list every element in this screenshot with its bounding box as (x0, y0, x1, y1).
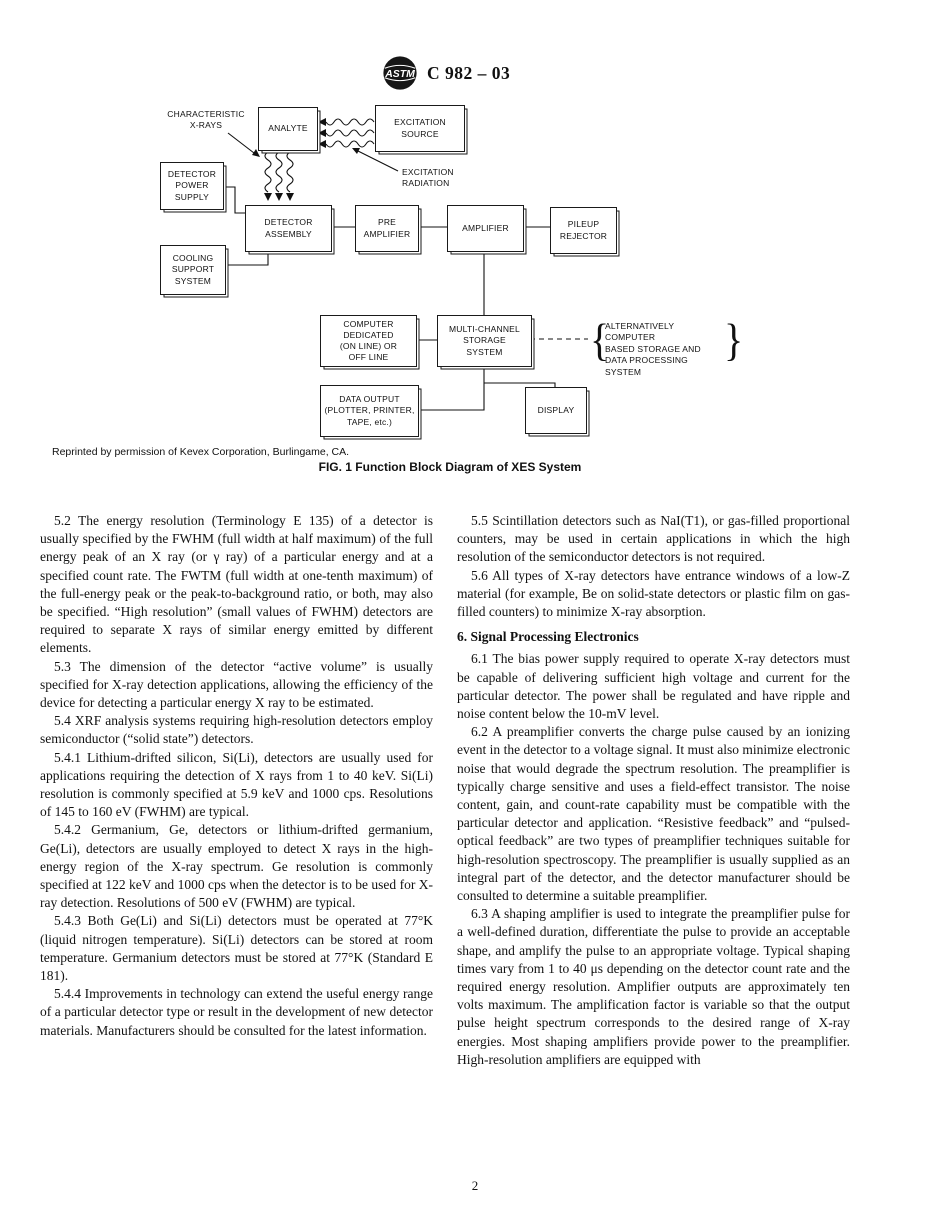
box-pileup-rejector: PILEUP REJECTOR (550, 207, 617, 254)
left-column: 5.2 The energy resolution (Terminology E… (40, 512, 433, 1040)
figure-permission-note: Reprinted by permission of Kevex Corpora… (52, 446, 350, 458)
paragraph-5-4-2: 5.4.2 Germanium, Ge, detectors or lithiu… (40, 822, 433, 911)
figure-caption: FIG. 1 Function Block Diagram of XES Sys… (318, 460, 582, 474)
paragraph-5-4: 5.4 XRF analysis systems requiring high-… (40, 713, 433, 747)
document-code: C 982 – 03 (427, 62, 511, 83)
box-detector-assembly: DETECTOR ASSEMBLY (245, 205, 332, 252)
box-display: DISPLAY (525, 387, 587, 434)
paragraph-6-1: 6.1 The bias power supply required to op… (457, 651, 850, 722)
section-heading-6: 6. Signal Processing Electronics (457, 629, 639, 645)
box-amplifier: AMPLIFIER (447, 205, 524, 252)
box-cooling-support-system: COOLING SUPPORT SYSTEM (160, 245, 226, 295)
paragraph-6-2: 6.2 A preamplifier converts the charge p… (457, 724, 850, 904)
astm-logo: ASTM (383, 56, 417, 90)
box-detector-power-supply: DETECTOR POWER SUPPLY (160, 162, 224, 210)
box-pre-amplifier: PRE AMPLIFIER (355, 205, 419, 252)
paragraph-5-4-3: 5.4.3 Both Ge(Li) and Si(Li) detectors m… (40, 913, 433, 984)
label-excitation-radiation: EXCITATION RADIATION (402, 167, 454, 189)
paragraph-6-3: 6.3 A shaping amplifier is used to integ… (457, 906, 850, 1067)
page-header: ASTM C 982 – 03 (381, 54, 510, 92)
label-alternative-note: ALTERNATIVELY COMPUTER BASED STORAGE AND… (605, 321, 701, 377)
box-computer: COMPUTER DEDICATED (ON LINE) OR OFF LINE (320, 315, 417, 367)
paragraph-5-4-4: 5.4.4 Improvements in technology can ext… (40, 986, 433, 1038)
left-brace: { (590, 313, 610, 366)
page-number: 2 (471, 1178, 479, 1193)
box-data-output: DATA OUTPUT (PLOTTER, PRINTER, TAPE, etc… (320, 385, 419, 437)
box-analyte: ANALYTE (258, 107, 318, 151)
right-column: 5.5 Scintillation detectors such as NaI(… (457, 512, 850, 1069)
figure-1-diagram: ANALYTE EXCITATION SOURCE DETECTOR POWER… (0, 95, 950, 445)
paragraph-5-4-1: 5.4.1 Lithium-drifted silicon, Si(Li), d… (40, 749, 433, 820)
box-excitation-source: EXCITATION SOURCE (375, 105, 465, 152)
paragraph-5-6: 5.6 All types of X-ray detectors have en… (457, 567, 850, 620)
label-characteristic-xrays: CHARACTERISTIC X-RAYS (167, 109, 245, 131)
paragraph-5-5: 5.5 Scintillation detectors such as NaI(… (457, 513, 850, 565)
paragraph-5-2: 5.2 The energy resolution (Terminology E… (40, 513, 433, 656)
diagram-connectors (222, 118, 588, 411)
paragraph-5-3: 5.3 The dimension of the detector “activ… (40, 658, 433, 711)
svg-text:ASTM: ASTM (384, 69, 415, 80)
right-brace: } (724, 313, 744, 366)
box-multichannel-storage: MULTI-CHANNEL STORAGE SYSTEM (437, 315, 532, 367)
